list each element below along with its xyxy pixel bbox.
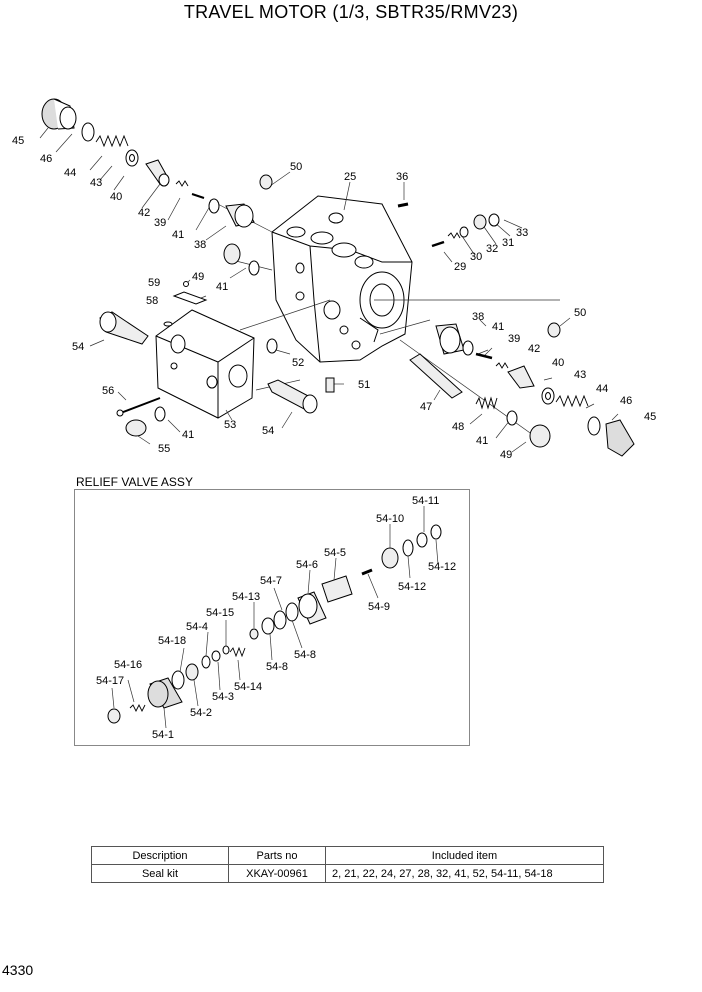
table-cell-parts-no: XKAY-00961	[228, 864, 326, 883]
callout-label: 54-12	[428, 561, 456, 573]
valve-block	[155, 309, 255, 419]
callout-label: 42	[138, 207, 150, 219]
right-side-parts	[325, 322, 635, 457]
callout-label: 38	[472, 311, 484, 323]
callout-label: 39	[508, 333, 520, 345]
callout-label: 54-15	[206, 607, 234, 619]
callout-label: 45	[12, 135, 24, 147]
callout-label: 43	[574, 369, 586, 381]
callout-label: 44	[596, 383, 608, 395]
callout-label: 56	[102, 385, 114, 397]
table-header-row: Description Parts no Included item	[91, 846, 604, 865]
callout-label: 47	[420, 401, 432, 413]
callout-label: 39	[154, 217, 166, 229]
callout-label: 25	[344, 171, 356, 183]
main-callouts: 45 46 44 43 40 42 39 41 38 50 25 36 33 3…	[12, 135, 656, 461]
callout-label: 54-7	[260, 575, 282, 587]
relief-valve-assy-label: RELIEF VALVE ASSY	[76, 475, 193, 489]
callout-label: 54	[262, 425, 274, 437]
callout-label: 54	[72, 341, 84, 353]
callout-label: 54-16	[114, 659, 142, 671]
relief-valve-assy-frame	[74, 489, 470, 746]
relief-valve-parts	[107, 524, 442, 724]
callout-label: 43	[90, 177, 102, 189]
callout-label: 33	[516, 227, 528, 239]
callout-label: 48	[452, 421, 464, 433]
callout-label: 41	[476, 435, 488, 447]
table-cell-description: Seal kit	[91, 864, 229, 883]
callout-label: 54-1	[152, 729, 174, 741]
callout-label: 54-8	[266, 661, 288, 673]
callout-label: 54-4	[186, 621, 208, 633]
callout-label: 38	[194, 239, 206, 251]
callout-label: 50	[574, 307, 586, 319]
callout-label: 40	[552, 357, 564, 369]
callout-label: 42	[528, 343, 540, 355]
callout-label: 46	[40, 153, 52, 165]
callout-label: 55	[158, 443, 170, 455]
callout-label: 54-6	[296, 559, 318, 571]
callout-label: 58	[146, 295, 158, 307]
callout-label: 41	[172, 229, 184, 241]
callout-label: 54-11	[412, 495, 439, 507]
page-title: TRAVEL MOTOR (1/3, SBTR35/RMV23)	[183, 2, 519, 22]
upper-left-parts	[41, 98, 500, 305]
callout-label: 54-9	[368, 601, 390, 613]
callout-label: 46	[620, 395, 632, 407]
relief-leader-lines	[111, 506, 439, 729]
callout-label: 51	[358, 379, 370, 391]
callout-label: 59	[148, 277, 160, 289]
callout-label: 41	[216, 281, 228, 293]
callout-label: 54-5	[324, 547, 346, 559]
callout-label: 53	[224, 419, 236, 431]
callout-label: 54-8	[294, 649, 316, 661]
callout-label: 54-3	[212, 691, 234, 703]
callout-label: 54-2	[190, 707, 212, 719]
table-cell-included-item: 2, 21, 22, 24, 27, 28, 32, 41, 52, 54-11…	[325, 864, 604, 883]
callout-label: 54-14	[234, 681, 262, 693]
callout-label: 54-12	[398, 581, 426, 593]
callout-label: 41	[182, 429, 194, 441]
callout-label: 44	[64, 167, 76, 179]
callout-label: 32	[486, 243, 498, 255]
table-header-description: Description	[91, 846, 229, 865]
table-header-parts-no: Parts no	[228, 846, 326, 865]
callout-label: 49	[192, 271, 204, 283]
callout-label: 40	[110, 191, 122, 203]
callout-label: 49	[500, 449, 512, 461]
callout-label: 50	[290, 161, 302, 173]
callout-label: 29	[454, 261, 466, 273]
travel-motor-housing	[271, 195, 413, 363]
callout-label: 41	[492, 321, 504, 333]
callout-label: 54-18	[158, 635, 186, 647]
table-header-included-item: Included item	[325, 846, 604, 865]
callout-label: 52	[292, 357, 304, 369]
lower-left-parts	[99, 311, 318, 437]
callout-label: 30	[470, 251, 482, 263]
callout-label: 45	[644, 411, 656, 423]
callout-label: 54-17	[96, 675, 124, 687]
callout-label: 36	[396, 171, 408, 183]
callout-label: 54-10	[376, 513, 404, 525]
table-row: Seal kit XKAY-00961 2, 21, 22, 24, 27, 2…	[91, 864, 604, 883]
callout-label: 31	[502, 237, 514, 249]
seal-kit-table: Description Parts no Included item Seal …	[91, 846, 604, 883]
callout-label: 54-13	[232, 591, 260, 603]
page-number: 4330	[2, 962, 34, 978]
relief-callouts: 54-11 54-10 54-12 54-12 54-5 54-6 54-9 5…	[96, 495, 456, 741]
